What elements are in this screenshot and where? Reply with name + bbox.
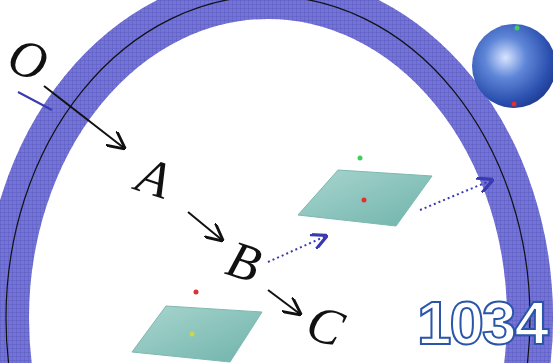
point-label: O (2, 29, 54, 90)
sequence-arrows (44, 86, 300, 314)
ring-marker (18, 92, 52, 110)
point-label: C (301, 296, 350, 356)
point-label: B (221, 232, 267, 291)
sphere (472, 24, 553, 108)
dotted-arrows (268, 180, 492, 262)
point-label: A (131, 148, 177, 207)
lower-plane (132, 290, 262, 363)
volume-number: 1034 (417, 292, 547, 354)
upper-plane (298, 156, 432, 227)
